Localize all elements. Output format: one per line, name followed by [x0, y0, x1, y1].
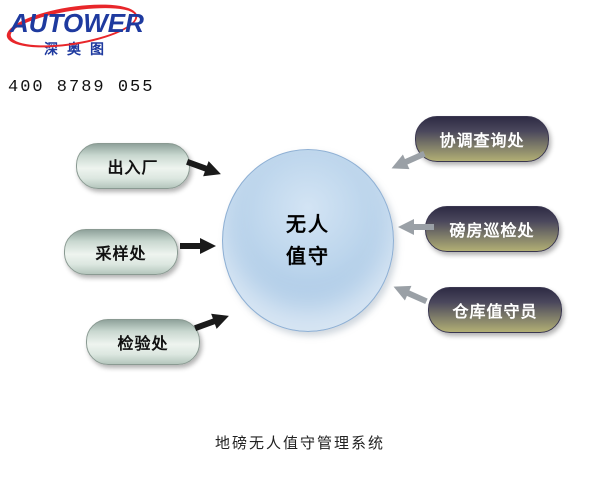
- logo-text: AUTOWER: [10, 8, 144, 38]
- logo-subtext: 深奥图: [44, 41, 113, 58]
- center-node-label-line1: 无人: [286, 213, 330, 236]
- arrow-right-down-icon: [184, 154, 224, 182]
- node-label: 检验处: [117, 336, 169, 353]
- arrow-left-down-icon: [388, 146, 427, 176]
- center-node-label: 无人 值守: [286, 209, 330, 273]
- phone-number: 400 8789 055: [8, 78, 155, 97]
- node-label: 出入厂: [107, 160, 159, 177]
- arrow-left-icon: [398, 219, 434, 235]
- arrow-left-up-icon: [390, 279, 429, 308]
- node-label: 仓库值守员: [452, 304, 538, 321]
- node-sampling[interactable]: 采样处: [64, 229, 178, 275]
- autower-logo: AUTOWER 深奥图: [3, 0, 170, 80]
- node-label: 磅房巡检处: [449, 223, 535, 240]
- node-entry-exit[interactable]: 出入厂: [76, 143, 190, 189]
- node-weighbridge-patrol[interactable]: 磅房巡检处: [425, 206, 559, 252]
- node-warehouse-attendant[interactable]: 仓库值守员: [428, 287, 562, 333]
- page-title: 地磅无人值守管理系统: [214, 436, 385, 452]
- node-inspection[interactable]: 检验处: [86, 319, 200, 365]
- arrow-right-up-icon: [192, 308, 232, 335]
- node-label: 采样处: [95, 246, 147, 263]
- center-node-unmanned: 无人 值守: [222, 149, 394, 332]
- center-node-label-line2: 值守: [286, 245, 330, 268]
- node-label: 协调查询处: [439, 133, 525, 150]
- arrow-right-icon: [180, 238, 216, 254]
- node-coordination-inquiry[interactable]: 协调查询处: [415, 116, 549, 162]
